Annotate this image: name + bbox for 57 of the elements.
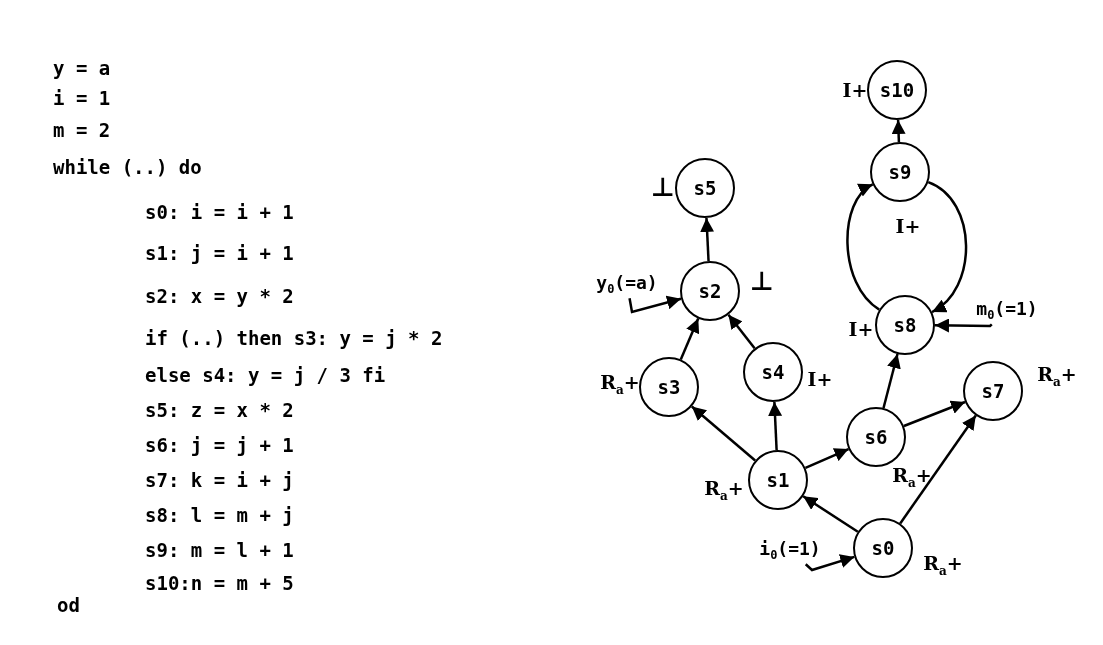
code-line: y = a bbox=[53, 57, 111, 79]
annotation-label: R$_{a}$+ bbox=[1037, 363, 1077, 389]
code-line: while (..) do bbox=[53, 156, 202, 178]
arrow bbox=[899, 414, 977, 525]
annotation-label: ⊥ bbox=[651, 172, 675, 202]
initial-value-label: y$_{0}$(=a) bbox=[596, 271, 658, 297]
annotation-label: R$_{a}$+ bbox=[892, 464, 932, 490]
code-line: m = 2 bbox=[53, 119, 111, 141]
state-label: s1 bbox=[766, 469, 790, 491]
code-line: i = 1 bbox=[53, 87, 111, 109]
state-label: s10 bbox=[879, 79, 915, 101]
arrow bbox=[804, 554, 855, 572]
state-label: s7 bbox=[981, 380, 1005, 402]
code-line: s6: j = j + 1 bbox=[145, 434, 294, 456]
code-line: od bbox=[57, 594, 80, 616]
annotation-label: R$_{a}$+ bbox=[704, 477, 744, 503]
annotation-label: R$_{a}$+ bbox=[923, 552, 963, 578]
arrow bbox=[727, 313, 756, 350]
initial-value-label: m$_{0}$(=1) bbox=[976, 297, 1038, 323]
state-label: s3 bbox=[657, 376, 681, 398]
annotation-label: R$_{a}$+ bbox=[600, 371, 640, 397]
arrow bbox=[691, 405, 756, 462]
arrow bbox=[903, 400, 966, 428]
code-line: s2: x = y * 2 bbox=[145, 285, 294, 307]
code-line: s5: z = x * 2 bbox=[145, 399, 294, 421]
code-line: else s4: y = j / 3 fi bbox=[145, 364, 386, 386]
state-label: s0 bbox=[871, 537, 895, 559]
annotation-label: I+ bbox=[895, 215, 921, 237]
code-line: s10:n = m + 5 bbox=[145, 572, 294, 594]
code-line: if (..) then s3: y = j * 2 bbox=[145, 327, 443, 349]
arrow bbox=[768, 401, 783, 451]
annotation-label: I+ bbox=[842, 79, 868, 101]
code-line: s8: l = m + j bbox=[145, 504, 294, 526]
arrow bbox=[882, 353, 901, 409]
state-label: s9 bbox=[888, 161, 912, 183]
annotation-label: I+ bbox=[848, 318, 874, 340]
state-label: s6 bbox=[864, 426, 888, 448]
annotation-label: I+ bbox=[807, 368, 833, 390]
arrow bbox=[804, 447, 850, 470]
arrow bbox=[679, 318, 700, 360]
arrow bbox=[846, 183, 880, 311]
state-label: s4 bbox=[761, 361, 785, 383]
code-line: s9: m = l + 1 bbox=[145, 539, 294, 561]
arrow bbox=[700, 217, 715, 262]
arrow bbox=[891, 119, 906, 143]
code-line: s0: i = i + 1 bbox=[145, 201, 294, 223]
state-label: s5 bbox=[693, 177, 717, 199]
code-line: s7: k = i + j bbox=[145, 469, 294, 491]
arrow bbox=[927, 181, 968, 314]
arrow bbox=[628, 295, 682, 314]
code-line: s1: j = i + 1 bbox=[145, 242, 294, 264]
state-label: s8 bbox=[893, 314, 917, 336]
state-label: s2 bbox=[698, 280, 722, 302]
initial-value-label: i$_{0}$(=1) bbox=[759, 537, 821, 563]
annotation-label: ⊥ bbox=[750, 266, 774, 296]
arrow bbox=[802, 495, 859, 533]
arrow bbox=[935, 318, 993, 333]
